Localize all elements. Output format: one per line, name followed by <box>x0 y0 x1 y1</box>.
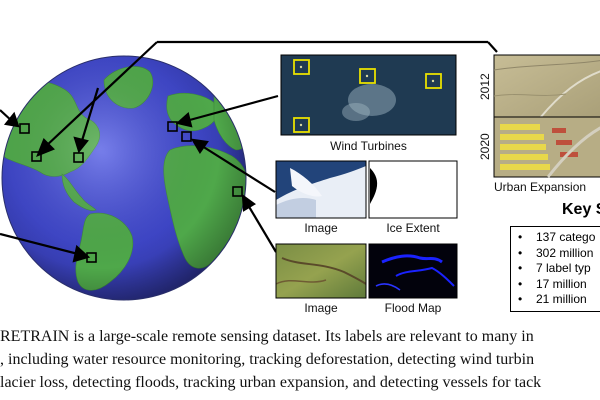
arrow-line-flood <box>247 204 277 253</box>
key-stats-list: 137 catego 302 million 7 label typ 17 mi… <box>518 230 595 308</box>
urban-expansion-caption: Urban Expansion <box>494 180 587 194</box>
wind-turbines-panel <box>280 54 457 136</box>
ice-shadow <box>276 197 316 218</box>
paragraph-line: RETRAIN is a large-scale remote sensing … <box>0 328 534 345</box>
flood-water-tertiary <box>375 283 401 291</box>
arrow-head-left-bottom <box>72 244 91 263</box>
ice-image-caption: Image <box>304 221 338 235</box>
roof-2 <box>556 140 572 145</box>
ice-image-frame <box>275 160 367 219</box>
flood-image-caption: Image <box>304 301 338 315</box>
arrow-head-wind-a <box>73 136 89 154</box>
flood-image-panel <box>275 243 367 299</box>
flood-water-main <box>381 254 443 264</box>
year-label-2012: 2012 <box>478 73 492 100</box>
arrow-head-wind-b <box>175 111 193 128</box>
wind-turbine-dots <box>299 65 435 127</box>
arrow-head-ice <box>190 138 209 155</box>
flood-map-caption: Flood Map <box>384 301 442 315</box>
urban-panel-2020 <box>493 116 600 178</box>
key-stats-title: Key S <box>562 201 600 218</box>
turbine-dot-3 <box>431 79 435 83</box>
globe-outline <box>1 55 247 301</box>
flood-image-frame <box>275 243 367 299</box>
urban-2020-road <box>546 126 600 178</box>
turbine-marker-3 <box>425 73 442 89</box>
turbine-dot-1 <box>299 65 303 69</box>
ice-extent-panel <box>368 160 458 219</box>
flood-river-branch <box>275 279 327 285</box>
house-row-2 <box>500 134 544 140</box>
arrow-head-flood <box>241 193 256 212</box>
globe <box>1 55 247 301</box>
key-stat-item: 7 label typ <box>518 261 595 277</box>
wind-cloud-small <box>342 103 370 121</box>
turbine-marker-4 <box>293 117 310 133</box>
urban-2012-road <box>539 70 600 119</box>
arrow-head-left-top <box>3 111 20 128</box>
arrow-head-urban <box>36 138 55 157</box>
arrow-line-ice <box>201 145 276 193</box>
flood-image <box>276 244 366 298</box>
arrow-line-urban-connector <box>44 41 158 148</box>
flood-water-secondary <box>395 266 455 287</box>
turbine-dot-4 <box>299 123 303 127</box>
flood-river <box>281 257 367 285</box>
turbine-marker-2 <box>359 68 376 84</box>
flood-map-panel <box>368 243 458 299</box>
turbine-marker-1 <box>293 59 310 75</box>
marker-africa-east <box>232 186 243 197</box>
key-stat-item: 17 million <box>518 277 595 293</box>
arrow-line-top-bar-end <box>487 41 498 53</box>
urban-2012-track-a <box>493 60 600 71</box>
key-stat-item: 302 million <box>518 246 595 262</box>
house-row-1 <box>500 124 540 130</box>
wind-cloud <box>348 84 396 116</box>
arrow-line-left-bottom <box>0 232 79 256</box>
caption-paragraph: RETRAIN is a large-scale remote sensing … <box>0 325 600 394</box>
house-row-3 <box>500 144 546 150</box>
globe-shading <box>2 56 246 300</box>
year-label-2020: 2020 <box>478 133 492 160</box>
wind-turbines-frame <box>280 54 457 136</box>
marker-europe-north <box>167 121 178 132</box>
urban-panel-2012 <box>493 54 600 119</box>
urban-2012-track-b <box>493 93 567 97</box>
arrow-line-wind-a <box>79 87 100 145</box>
turbine-dot-2 <box>365 74 369 78</box>
house-row-4 <box>500 154 548 160</box>
marker-west-coast <box>19 123 30 134</box>
ice-extent-caption: Ice Extent <box>386 221 440 235</box>
key-stat-item: 137 catego <box>518 230 595 246</box>
key-stat-item: 21 million <box>518 292 595 308</box>
roof-1 <box>552 128 566 133</box>
ice-image-panel <box>275 160 367 219</box>
figure-arrows <box>0 40 498 263</box>
ice-extent-map <box>368 160 458 219</box>
urban-2020-houses <box>500 124 550 170</box>
paragraph-line: , including water resource monitoring, t… <box>0 351 535 368</box>
arrow-line-wind-b <box>185 94 279 123</box>
flood-map-frame <box>368 243 458 299</box>
marker-central-na <box>31 151 42 162</box>
paragraph-line: lacier loss, detecting floods, tracking … <box>0 374 542 391</box>
wind-turbines-caption: Wind Turbines <box>330 139 407 153</box>
house-row-5 <box>500 164 550 170</box>
wind-turbine-markers <box>293 59 442 133</box>
ice-floe <box>290 168 322 197</box>
ice-extent-mask <box>370 168 378 204</box>
marker-europe-south <box>181 131 192 142</box>
